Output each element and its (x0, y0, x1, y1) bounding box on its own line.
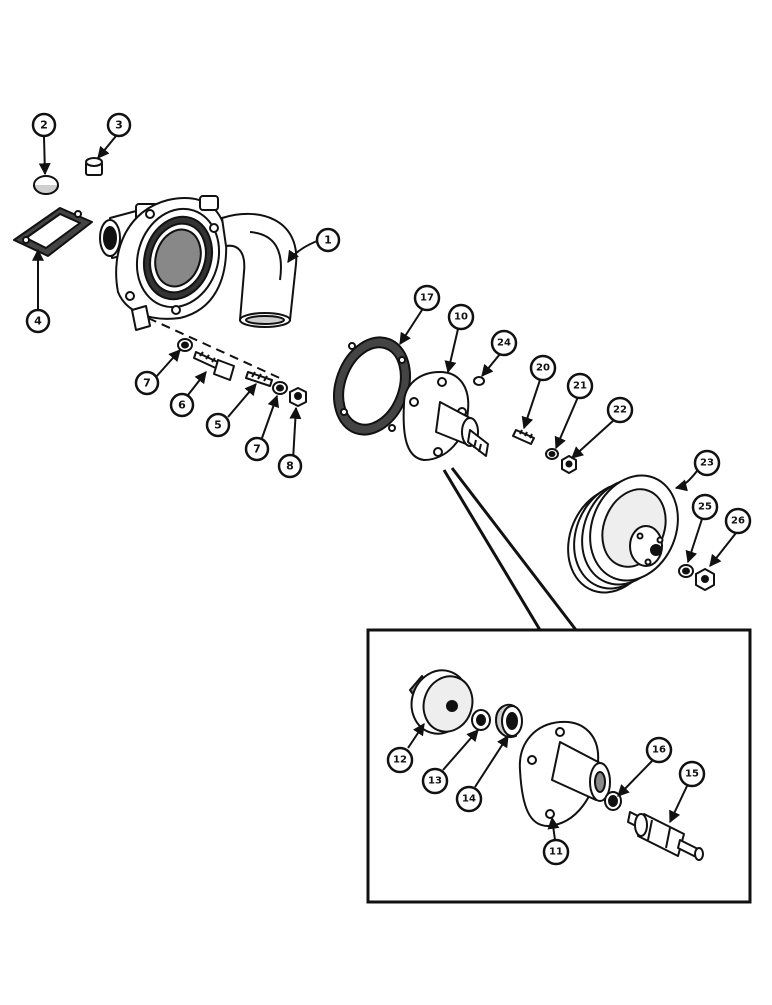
callout-7a (134, 370, 160, 396)
callout-25 (691, 493, 719, 521)
callout-17-label: 17 (420, 293, 434, 304)
seal-assembly-part (495, 703, 523, 738)
pump-housing-part (99, 195, 298, 331)
callout-24 (490, 329, 518, 357)
callout-8 (277, 453, 303, 479)
callout-3 (106, 112, 132, 138)
pulley-stud-part (512, 429, 535, 445)
pulley-nut-part (695, 568, 715, 591)
callout-6-label: 6 (178, 399, 186, 412)
callout-16 (645, 736, 673, 764)
callout-23 (693, 449, 721, 477)
callout-15-label: 15 (685, 769, 699, 780)
callout-10-label: 10 (454, 312, 468, 323)
pump-gasket-part (333, 336, 411, 436)
callout-leaders (32, 135, 737, 841)
callout-6 (169, 392, 195, 418)
callout-20-label: 20 (536, 363, 550, 374)
callout-22-label: 22 (613, 405, 627, 416)
cap-plug-part (33, 175, 59, 195)
seal-ring-part (471, 709, 491, 731)
callout-8-label: 8 (286, 460, 294, 473)
callout-16-label: 16 (652, 745, 666, 756)
pump-body-casting-part (518, 720, 611, 827)
callout-12-label: 12 (393, 755, 407, 766)
callout-1-label: 1 (324, 234, 332, 247)
callout-2-label: 2 (40, 119, 48, 132)
callout-17 (413, 284, 441, 312)
callout-12 (386, 746, 414, 774)
callout-7a-label: 7 (143, 377, 151, 390)
callout-15 (678, 760, 706, 788)
lock-washer-part (545, 448, 559, 460)
lock-washer-part (177, 338, 193, 352)
callout-14 (455, 785, 483, 813)
callout-13 (421, 767, 449, 795)
hex-nut-part (561, 455, 577, 474)
callout-24-label: 24 (497, 338, 511, 349)
shaft-bearing-part (627, 811, 704, 861)
callout-7b-label: 7 (253, 443, 261, 456)
callout-5-label: 5 (214, 419, 222, 432)
pipe-plug-part (85, 157, 103, 176)
callout-23-label: 23 (700, 458, 714, 469)
fan-pulley-part (567, 474, 679, 594)
hex-nut-part (289, 387, 307, 407)
callout-22 (606, 396, 634, 424)
callout-26-label: 26 (731, 516, 745, 527)
callout-13-label: 13 (428, 776, 442, 787)
impeller-part (409, 669, 474, 735)
callout-26 (724, 507, 752, 535)
outlet-gasket-part (13, 207, 93, 257)
callout-11-label: 11 (549, 847, 563, 858)
o-ring-part (473, 376, 485, 386)
callout-14-label: 14 (462, 794, 476, 805)
callout-25-label: 25 (698, 502, 712, 513)
inset-leader-lines (442, 467, 578, 631)
callout-4-label: 4 (34, 315, 42, 328)
callout-5 (205, 412, 231, 438)
callout-7b (244, 436, 270, 462)
callout-4 (25, 308, 51, 334)
callout-21-label: 21 (573, 381, 587, 392)
callout-2 (31, 112, 57, 138)
bearing-seal-part (604, 791, 622, 811)
cap-screw-part (193, 351, 235, 381)
assembly-line (147, 317, 285, 381)
callout-10 (447, 303, 475, 331)
pulley-washer-part (678, 564, 694, 578)
callout-20 (529, 354, 557, 382)
callout-21 (566, 372, 594, 400)
callout-3-label: 3 (115, 119, 123, 132)
callout-11 (542, 838, 570, 866)
callout-1 (315, 227, 341, 253)
lock-washer-part (272, 381, 288, 395)
pump-body-part (402, 371, 489, 461)
stud-part (245, 371, 273, 387)
